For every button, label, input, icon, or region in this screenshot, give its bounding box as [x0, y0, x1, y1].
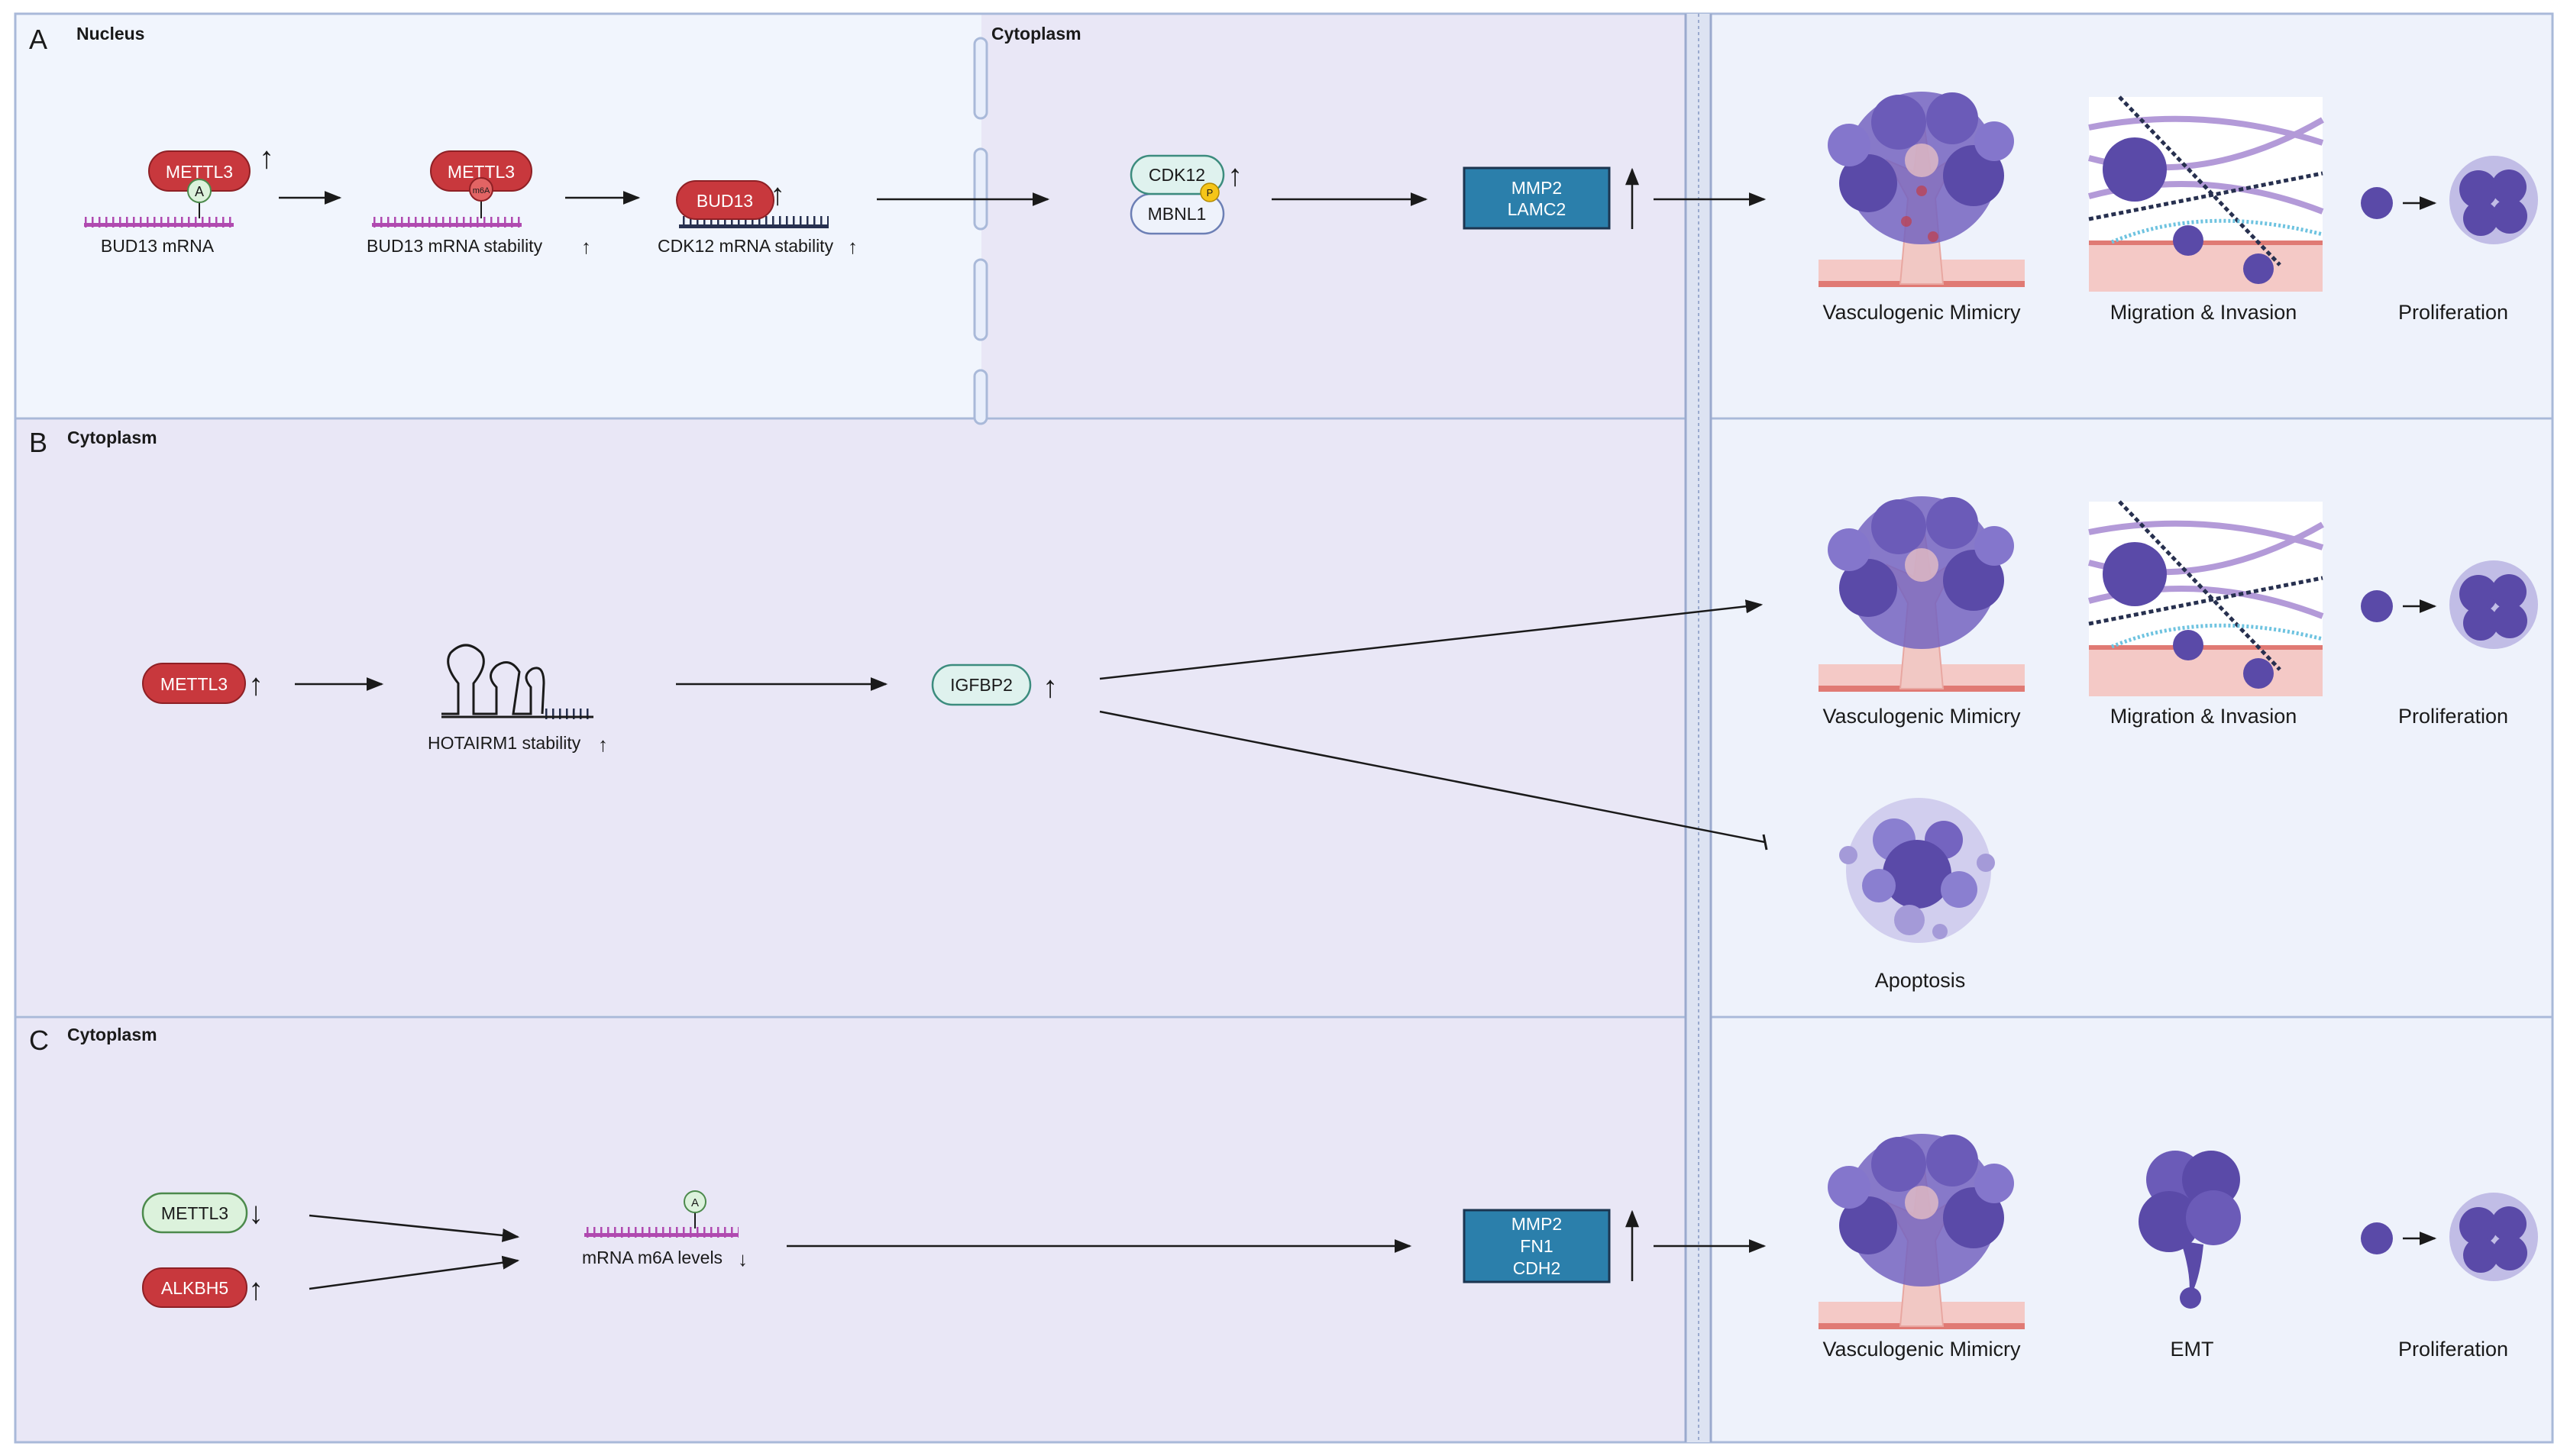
- outcome-c-proliferation: Proliferation: [2398, 1338, 2508, 1361]
- up-arrow-a5: ↑: [1227, 159, 1243, 192]
- mettl3-pill-b: METTL3: [160, 674, 228, 694]
- panel-borders: [14, 12, 2554, 1444]
- a-mark: A: [195, 184, 204, 199]
- proliferation-illustration-c: [2361, 1193, 2538, 1281]
- nuclear-envelope: [973, 37, 988, 425]
- cytoplasm-label-c: Cytoplasm: [67, 1025, 157, 1044]
- mmp2-lamc2-box: MMP2 LAMC2: [1463, 166, 1639, 230]
- outcome-c-emt: EMT: [2171, 1338, 2214, 1361]
- alkbh5-pill: ALKBH5: [161, 1278, 228, 1298]
- cdk12-mbnl1-node: MBNL1 CDK12 P ↑: [1130, 154, 1243, 235]
- a-mark-c: A: [691, 1196, 699, 1209]
- migration-illustration-a: [2087, 95, 2324, 292]
- m6a-level-node: A mRNA m6A levels ↓: [582, 1190, 748, 1270]
- down-arrow-c2: ↓: [738, 1248, 748, 1270]
- bud13-pill: BUD13: [697, 191, 753, 211]
- m6a-levels-label: mRNA m6A levels: [582, 1248, 723, 1267]
- up-arrow-a2: ↑: [581, 235, 591, 258]
- mbnl1-pill: MBNL1: [1148, 204, 1207, 224]
- igfbp2-pill: IGFBP2: [950, 675, 1013, 695]
- cytoplasm-label-a: Cytoplasm: [991, 24, 1081, 44]
- outcome-a-proliferation: Proliferation: [2398, 301, 2508, 324]
- panel-c-background: [15, 1018, 2552, 1442]
- inhibit-bar-b: [1762, 834, 1768, 851]
- cdk12-pill: CDK12: [1149, 165, 1205, 185]
- cell-membrane-divider: [1684, 14, 1712, 1442]
- box-a-line2: LAMC2: [1508, 199, 1566, 219]
- migration-illustration-b: [2087, 500, 2324, 696]
- mettl3-node-b: METTL3 ↑: [142, 663, 263, 704]
- m6a-mark: m6A: [473, 186, 490, 195]
- up-arrow-a4: ↑: [848, 235, 858, 258]
- vm-illustration-b: [1819, 496, 2025, 692]
- arrow-b4-inhibit: [1099, 710, 1766, 844]
- outcome-b-proliferation: Proliferation: [2398, 705, 2508, 728]
- igfbp2-node: IGFBP2 ↑: [931, 663, 1058, 706]
- up-arrow-a1: ↑: [259, 141, 274, 175]
- mmp2-fn1-cdh2-box: MMP2 FN1 CDH2: [1463, 1209, 1639, 1283]
- outcome-b-migration: Migration & Invasion: [2110, 705, 2297, 728]
- mettl3-pill-a1: METTL3: [166, 162, 233, 182]
- vm-illustration-c: [1819, 1134, 2025, 1329]
- apoptosis-illustration: [1839, 798, 1995, 943]
- outcome-a-vm: Vasculogenic Mimicry: [1822, 301, 2021, 324]
- box-c-line3: CDH2: [1513, 1258, 1561, 1278]
- mettl3-m6a-node: METTL3 m6A BUD13 mRNA stability ↑: [367, 150, 591, 258]
- outcome-a-migration: Migration & Invasion: [2110, 301, 2297, 324]
- hotairm1-node: HOTAIRM1 stability ↑: [428, 644, 608, 756]
- up-arrow-b3: ↑: [1043, 670, 1058, 704]
- hotairm1-label: HOTAIRM1 stability: [428, 733, 581, 753]
- mettl3-pill-c: METTL3: [161, 1203, 228, 1223]
- proliferation-illustration-b: [2361, 560, 2538, 649]
- down-arrow-c1: ↓: [248, 1196, 263, 1230]
- vm-illustration-a: [1819, 92, 2025, 287]
- cytoplasm-label-b: Cytoplasm: [67, 428, 157, 447]
- box-c-line1: MMP2: [1511, 1214, 1562, 1234]
- outcome-b-vm: Vasculogenic Mimicry: [1822, 705, 2021, 728]
- box-c-line2: FN1: [1520, 1236, 1553, 1256]
- up-arrow-c1: ↑: [248, 1273, 263, 1306]
- bud13-stability-label: BUD13 mRNA stability: [367, 236, 543, 256]
- up-arrow-b2: ↑: [598, 733, 608, 756]
- proliferation-illustration-a: [2361, 156, 2538, 244]
- panel-c-letter: C: [29, 1025, 49, 1056]
- outcome-b-apoptosis: Apoptosis: [1875, 969, 1966, 992]
- up-arrow-b1: ↑: [248, 668, 263, 702]
- box-a-line1: MMP2: [1511, 178, 1562, 198]
- up-arrow-a3: ↑: [770, 178, 785, 211]
- cdk12-stability-label: CDK12 mRNA stability: [658, 236, 834, 256]
- arrow-b3-promote: [1099, 599, 1764, 680]
- panel-a-letter: A: [29, 24, 47, 55]
- panel-b-letter: B: [29, 427, 47, 458]
- bud13-node: BUD13 ↑ CDK12 mRNA stability ↑: [658, 178, 858, 258]
- emt-illustration: [2139, 1151, 2241, 1309]
- arrow-c2: [309, 1255, 520, 1290]
- alkbh5-node: ALKBH5 ↑: [142, 1267, 263, 1308]
- p-mark: P: [1207, 187, 1214, 199]
- nucleus-label: Nucleus: [76, 24, 144, 44]
- bud13-mrna-label: BUD13 mRNA: [101, 236, 215, 256]
- mettl3-a-node: METTL3 A ↑ BUD13 mRNA: [84, 141, 274, 256]
- arrow-c1: [309, 1214, 520, 1242]
- mettl3-node-c: METTL3 ↓: [141, 1192, 263, 1234]
- outcome-c-vm: Vasculogenic Mimicry: [1822, 1338, 2021, 1361]
